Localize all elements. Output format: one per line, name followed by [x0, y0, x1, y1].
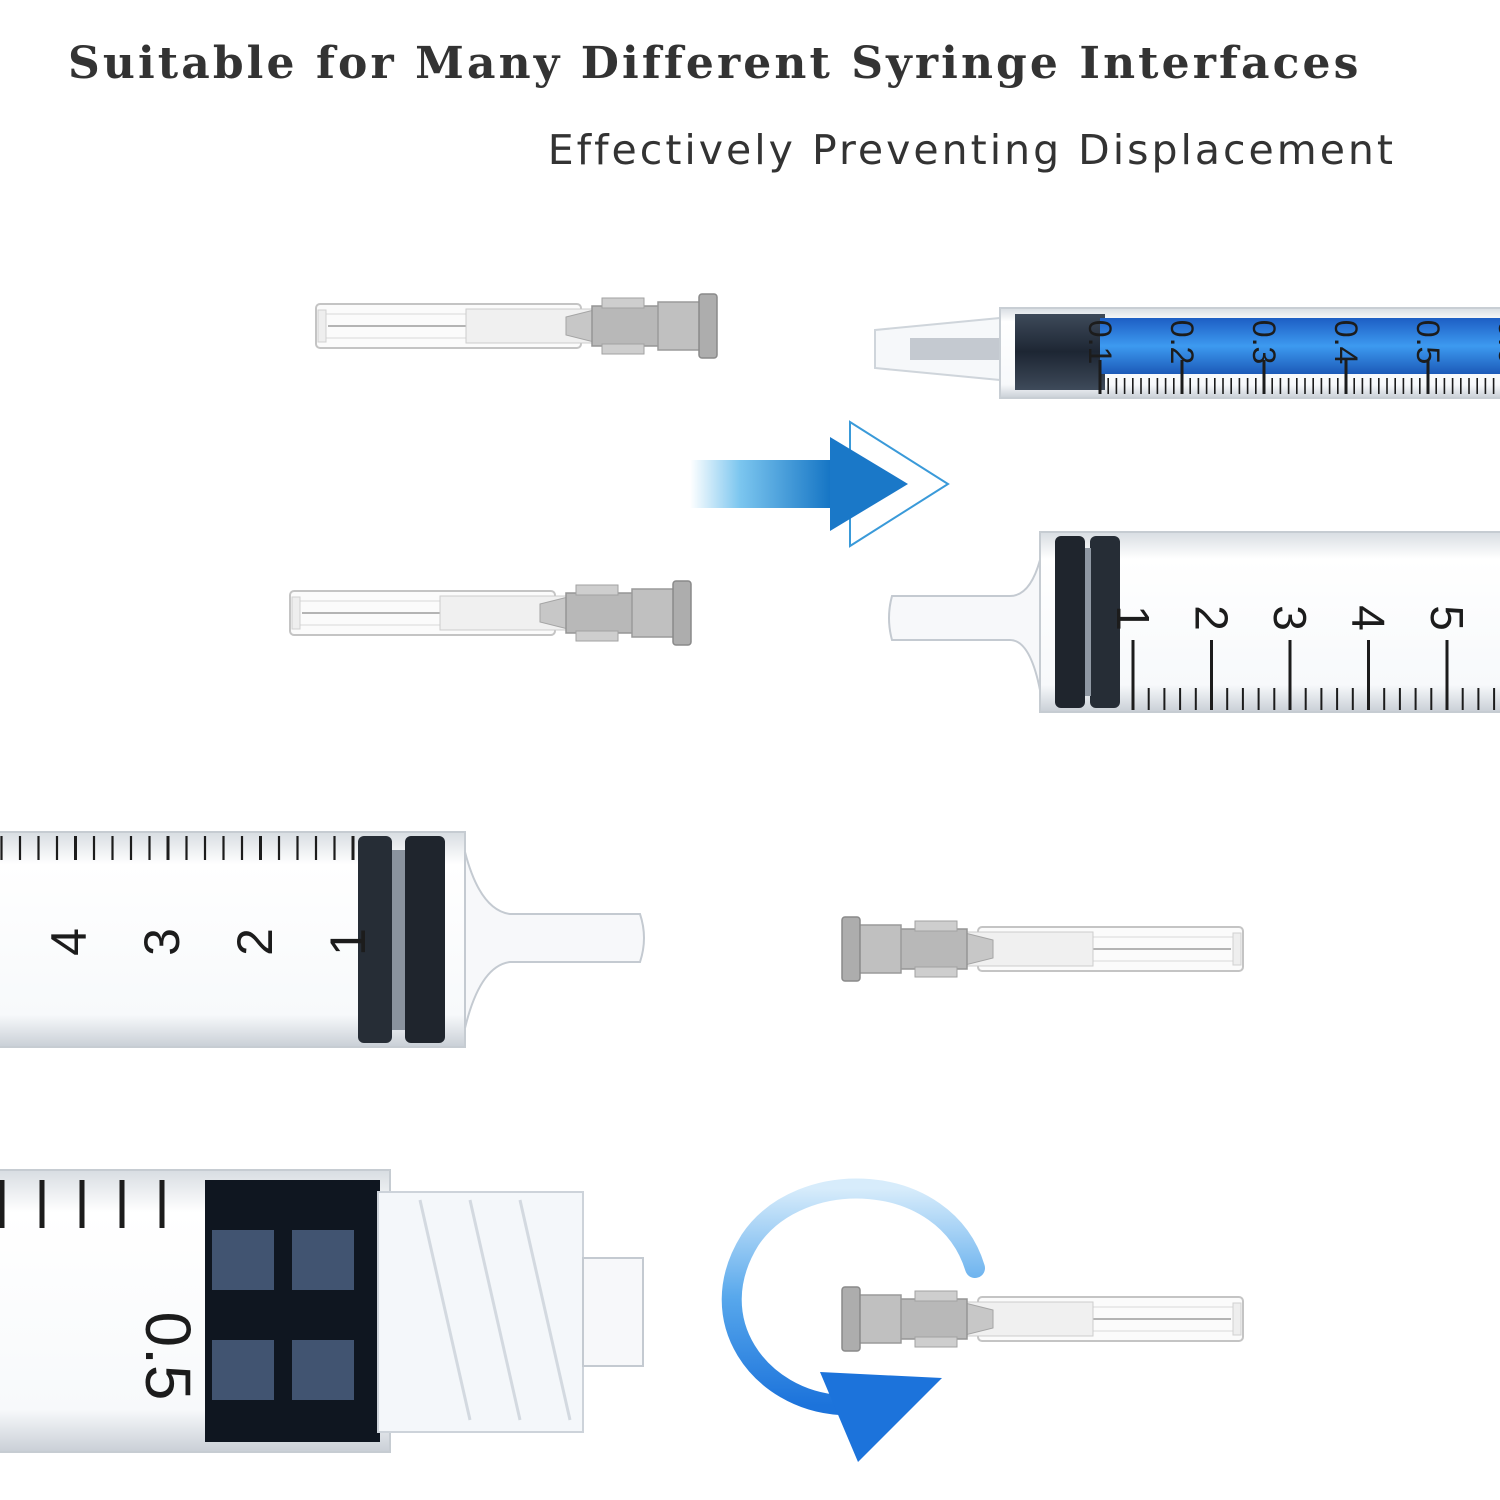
- syringe-5ml-left: 1 2 3 4 5: [0, 831, 645, 1048]
- needle-cap-middle: [289, 580, 692, 646]
- needle-cap-bottom: [841, 1286, 1244, 1352]
- needle-cap-top: [315, 293, 718, 359]
- scale-label: 1: [1107, 605, 1159, 631]
- scale-label: 2: [227, 928, 283, 956]
- scale-label: 2: [1186, 605, 1238, 631]
- scale-label: 3: [1264, 605, 1316, 631]
- scale-label: 5: [0, 928, 4, 956]
- scale-label: 4: [41, 928, 97, 956]
- scale-label: 3: [134, 928, 190, 956]
- syringe-1ml: 0.1 0.2 0.3 0.4 0.5 0.6: [874, 307, 1500, 399]
- scale-label: 5: [1421, 605, 1473, 631]
- subline: Effectively Preventing Displacement: [547, 126, 1396, 174]
- needle-cap-lower: [841, 916, 1244, 982]
- scale-label: 0.3: [1246, 320, 1282, 364]
- headline: Suitable for Many Different Syringe Inte…: [68, 38, 1362, 89]
- scale-label: 0.5: [132, 1312, 204, 1401]
- scale-label: 4: [1343, 605, 1395, 631]
- scale-label: 0.6: [1492, 320, 1500, 364]
- scale-label: 0.4: [1328, 320, 1364, 364]
- scale-label: 0.5: [1410, 320, 1446, 364]
- rotate-arrow-icon: [721, 1178, 985, 1462]
- syringe-luer-lock: 0.5: [0, 1169, 644, 1453]
- arrow-right-icon: [690, 420, 950, 548]
- scale-label: 0.1: [1082, 320, 1118, 364]
- scale-label: 1: [320, 928, 376, 956]
- scale-label: 0.2: [1164, 320, 1200, 364]
